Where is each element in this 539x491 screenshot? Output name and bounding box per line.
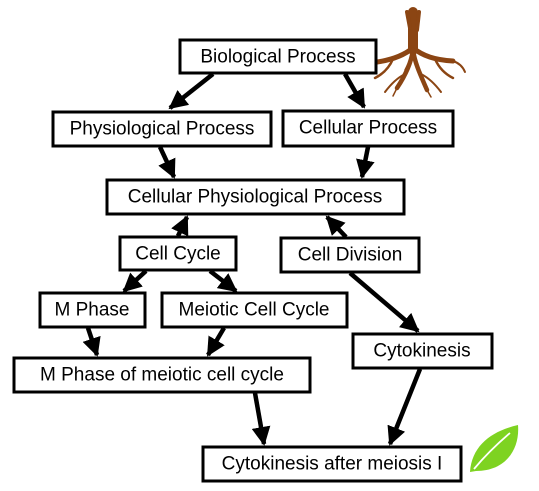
edge-m-phase-of-meiotic-cell-cycle-to-cytokinesis-after-meiosis-i [251,392,271,446]
node-label: Physiological Process [70,119,255,140]
edge-cell-division-to-cellular-physiological-process [325,215,348,239]
node-cellular-physiological-process: Cellular Physiological Process [105,178,406,216]
edge-cell-cycle-to-m-phase [122,269,148,293]
node-label: Cellular Physiological Process [128,187,383,208]
root-icon [364,7,466,98]
node-label: Cell Division [298,245,403,266]
node-label: Cytokinesis [373,341,470,362]
node-label: M Phase of meiotic cell cycle [40,365,284,386]
node-label: Cellular Process [299,118,437,139]
node-cytokinesis-after-meiosis-i: Cytokinesis after meiosis I [201,445,463,483]
node-physiological-process: Physiological Process [51,110,273,148]
node-cytokinesis: Cytokinesis [351,332,494,370]
edge-biological-process-to-cellular-process [343,72,366,109]
edge-meiotic-cell-cycle-to-m-phase-of-meiotic-cell-cycle [206,326,226,357]
node-cell-cycle: Cell Cycle [118,235,238,272]
node-m-phase: M Phase [38,291,147,329]
node-label: M Phase [55,300,130,321]
edges-layer [82,72,423,446]
node-cellular-process: Cellular Process [281,109,455,148]
edge-cytokinesis-to-cytokinesis-after-meiosis-i [387,368,423,446]
edge-physiological-process-to-cellular-physiological-process [157,146,177,179]
edge-cell-division-to-cytokinesis [348,271,420,333]
node-m-phase-of-meiotic-cell-cycle: M Phase of meiotic cell cycle [12,356,312,394]
edge-cell-cycle-to-meiotic-cell-cycle [208,269,238,293]
node-label: Cell Cycle [135,244,221,265]
node-label: Biological Process [200,47,355,68]
edge-m-phase-to-m-phase-of-meiotic-cell-cycle [82,327,101,357]
edge-cellular-process-to-cellular-physiological-process [356,146,375,179]
node-cell-division: Cell Division [279,236,421,274]
leaf-icon [470,425,519,472]
edge-cell-cycle-to-cellular-physiological-process [171,215,190,237]
edge-biological-process-to-physiological-process [168,72,215,110]
node-label: Cytokinesis after meiosis I [222,454,443,475]
node-meiotic-cell-cycle: Meiotic Cell Cycle [160,291,349,329]
node-label: Meiotic Cell Cycle [179,300,330,321]
node-biological-process: Biological Process [178,38,378,75]
